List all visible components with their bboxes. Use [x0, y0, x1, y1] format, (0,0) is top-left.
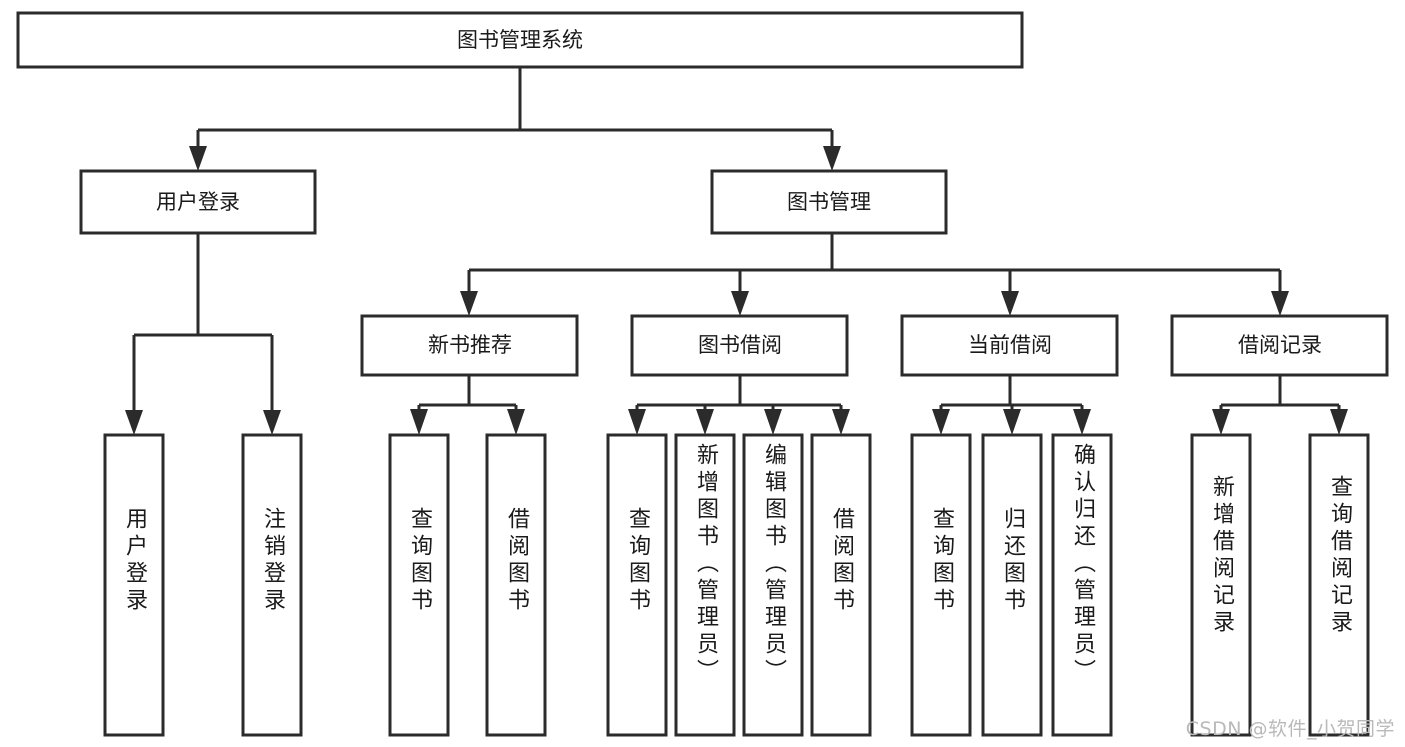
node-leaf-logout-login-box[interactable] — [241, 433, 303, 737]
node-current-borrow-label: 当前借阅 — [968, 333, 1052, 357]
node-leaf-add-borrow-record-box[interactable] — [1190, 433, 1252, 737]
node-user-login-label: 用户登录 — [156, 190, 240, 214]
arrow-head-current-borrow — [1001, 291, 1019, 316]
node-user-login-box[interactable] — [79, 169, 317, 235]
connector-group-user-login — [125, 233, 281, 435]
node-book-borrow[interactable]: 图书借阅 — [630, 314, 849, 377]
arrow-head-leaf-confirm-return-admin — [1073, 409, 1091, 435]
node-new-book-recommend-box[interactable] — [360, 314, 579, 377]
node-root-box[interactable] — [16, 11, 1024, 69]
connector-group-book-borrow — [628, 375, 850, 435]
arrow-head-user-login — [189, 146, 207, 171]
node-leaf-edit-book-admin-box[interactable] — [742, 433, 804, 737]
node-book-borrow-label: 图书借阅 — [698, 333, 782, 357]
arrow-head-leaf-user-login — [125, 410, 143, 435]
node-leaf-query-borrow-record-box[interactable] — [1308, 433, 1370, 737]
node-book-management-box[interactable] — [710, 169, 948, 235]
node-leaf-borrow-book-2-box[interactable] — [810, 433, 872, 737]
arrow-head-leaf-query-book-1 — [410, 409, 428, 435]
node-root[interactable]: 图书管理系统 — [16, 11, 1024, 69]
node-current-borrow[interactable]: 当前借阅 — [900, 314, 1119, 377]
node-leaf-confirm-return-admin-box[interactable] — [1051, 433, 1113, 737]
node-current-borrow-box[interactable] — [900, 314, 1119, 377]
watermark-text: CSDN @软件_小贺同学 — [1185, 718, 1395, 740]
node-leaf-add-book-admin-box[interactable] — [674, 433, 736, 737]
arrow-head-book-borrow — [731, 291, 749, 316]
node-borrow-record-label: 借阅记录 — [1238, 333, 1322, 357]
node-new-book-recommend[interactable]: 新书推荐 — [360, 314, 579, 377]
node-book-borrow-box[interactable] — [630, 314, 849, 377]
arrow-head-borrow-record — [1271, 291, 1289, 316]
arrow-head-leaf-edit-book-admin — [764, 409, 782, 435]
node-book-management[interactable]: 图书管理 — [710, 169, 948, 235]
connector-group-new-book-recommend — [410, 375, 525, 435]
arrow-head-leaf-return-book — [1003, 409, 1021, 435]
node-leaf-query-book-3-box[interactable] — [910, 433, 972, 737]
node-leaf-query-book-2-box[interactable] — [606, 433, 668, 737]
arrow-head-book-management — [823, 146, 841, 171]
node-leaf-borrow-book-1-box[interactable] — [485, 433, 547, 737]
arrow-head-leaf-logout-login — [263, 410, 281, 435]
node-borrow-record-box[interactable] — [1170, 314, 1389, 377]
arrow-head-leaf-add-borrow-record — [1212, 409, 1230, 435]
arrow-head-leaf-add-book-admin — [696, 409, 714, 435]
arrow-head-leaf-query-borrow-record — [1330, 409, 1348, 435]
node-leaf-return-book-box[interactable] — [981, 433, 1043, 737]
connector-group-root — [189, 67, 841, 171]
node-new-book-recommend-label: 新书推荐 — [428, 333, 512, 357]
connector-group-current-borrow — [932, 375, 1091, 435]
node-book-management-label: 图书管理 — [787, 190, 871, 214]
leaf-node-boxes — [103, 433, 1370, 737]
node-leaf-user-login-box[interactable] — [103, 433, 165, 737]
connector-group-book-management — [460, 233, 1289, 316]
arrow-head-new-book-recommend — [460, 291, 478, 316]
arrow-head-leaf-borrow-book-1 — [507, 409, 525, 435]
node-user-login[interactable]: 用户登录 — [79, 169, 317, 235]
node-leaf-query-book-1-box[interactable] — [388, 433, 450, 737]
node-borrow-record[interactable]: 借阅记录 — [1170, 314, 1389, 377]
arrow-head-leaf-query-book-3 — [932, 409, 950, 435]
connector-group-borrow-record — [1212, 375, 1348, 435]
node-root-label: 图书管理系统 — [457, 28, 583, 52]
arrow-head-leaf-borrow-book-2 — [832, 409, 850, 435]
arrow-head-leaf-query-book-2 — [628, 409, 646, 435]
